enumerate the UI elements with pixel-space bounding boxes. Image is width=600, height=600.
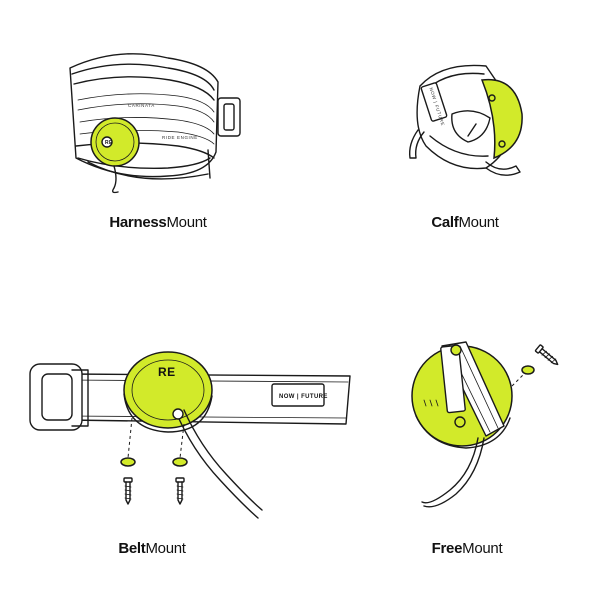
harness-mount-caption: HarnessMount bbox=[58, 214, 258, 231]
belt-device-logo: RE bbox=[158, 365, 175, 379]
harness-caption-bold: Harness bbox=[109, 214, 167, 231]
belt-washer-right bbox=[172, 457, 188, 467]
harness-device-puck bbox=[90, 117, 140, 167]
belt-washer-left bbox=[120, 457, 136, 467]
harness-side-text: RIDE ENGINE bbox=[162, 135, 198, 140]
calf-caption-rest: Mount bbox=[458, 214, 499, 231]
belt-device-puck bbox=[123, 351, 213, 429]
svg-text:RE: RE bbox=[105, 140, 113, 146]
harness-top-text: CARINATA bbox=[128, 103, 155, 108]
free-screw bbox=[534, 344, 559, 366]
free-washer bbox=[521, 365, 535, 375]
calf-caption-bold: Calf bbox=[431, 214, 459, 231]
belt-caption-rest: Mount bbox=[145, 540, 186, 557]
belt-tag-text: NOW | FUTURE bbox=[279, 394, 328, 400]
free-caption-bold: Free bbox=[431, 540, 463, 557]
harness-caption-rest: Mount bbox=[166, 214, 207, 231]
belt-mount-caption: BeltMount bbox=[52, 540, 252, 557]
belt-screw-left bbox=[123, 477, 133, 505]
belt-mount-illustration: NOW | FUTURE RE bbox=[29, 351, 351, 519]
free-mount-illustration bbox=[411, 341, 559, 508]
free-mount-caption: FreeMount bbox=[367, 540, 567, 557]
belt-screw-right bbox=[175, 477, 185, 505]
calf-mount-caption: CalfMount bbox=[365, 214, 565, 231]
belt-tag bbox=[271, 383, 325, 407]
free-caption-rest: Mount bbox=[462, 540, 503, 557]
harness-mount-illustration: RIDE ENGINE CARINATA RE bbox=[69, 53, 241, 194]
belt-caption-bold: Belt bbox=[118, 540, 146, 557]
calf-mount-illustration: NOW | FUTURE bbox=[408, 64, 523, 176]
